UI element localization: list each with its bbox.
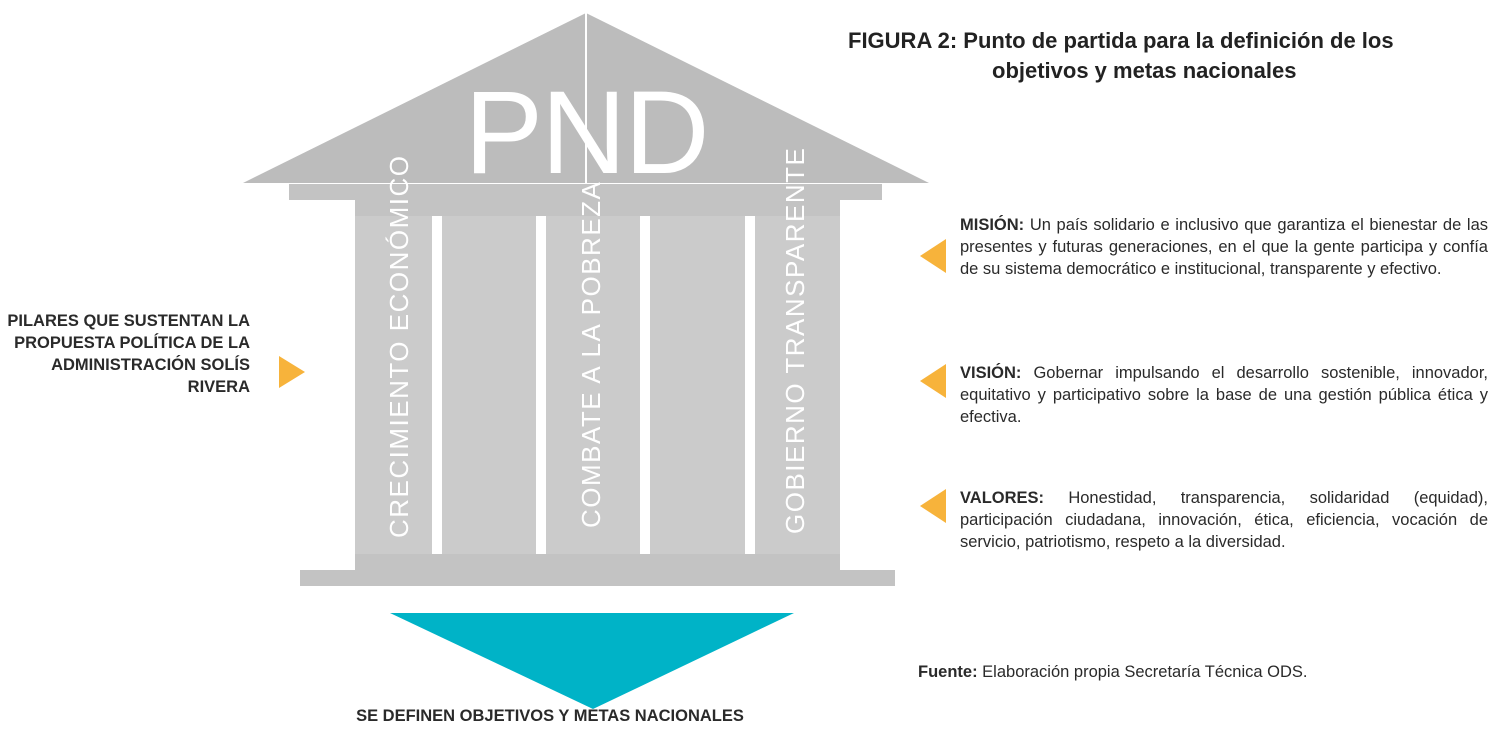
vision-block: VISIÓN: Gobernar impulsando el desarroll… (960, 362, 1488, 428)
temple-base (355, 554, 840, 570)
valores-block: VALORES: Honestidad, transparencia, soli… (960, 487, 1488, 553)
pillar-label-crecimiento: CRECIMIENTO ECONÓMICO (384, 155, 414, 538)
figure-title: FIGURA 2: Punto de partida para la defin… (848, 26, 1489, 86)
pointer-left-icon (920, 364, 946, 398)
temple-architrave (355, 200, 840, 216)
source-label: Fuente: (918, 663, 978, 681)
valores-text: Honestidad, transparencia, solidaridad (… (960, 489, 1488, 551)
pillars-description-label: PILARES QUE SUSTENTAN LA PROPUESTA POLÍT… (7, 312, 250, 396)
source-text: Elaboración propia Secretaría Técnica OD… (977, 663, 1308, 681)
pointer-right-icon (279, 356, 305, 388)
pnd-temple-diagram: PND CRECIMIENTO ECONÓMICO COMBATE A LA P… (243, 13, 929, 709)
figure-title-line1: FIGURA 2: Punto de partida para la defin… (848, 28, 1394, 53)
mision-block: MISIÓN: Un país solidario e inclusivo qu… (960, 214, 1488, 280)
figure-title-line2: objetivos y metas nacionales (992, 58, 1297, 83)
output-funnel-arrow (390, 613, 794, 709)
pillar-gap (640, 216, 650, 554)
source-note: Fuente: Elaboración propia Secretaría Té… (918, 663, 1307, 682)
mision-text: Un país solidario e inclusivo que garant… (960, 216, 1488, 278)
pointer-left-icon (920, 489, 946, 523)
temple-plinth (300, 570, 895, 586)
roof-title: PND (464, 67, 707, 199)
pillar-gap (432, 216, 442, 554)
pillar-gap (745, 216, 755, 554)
pillar-gap (536, 216, 546, 554)
output-label: SE DEFINEN OBJETIVOS Y METAS NACIONALES (356, 707, 744, 725)
temple-entablature (289, 184, 882, 200)
vision-text: Gobernar impulsando el desarrollo sosten… (960, 364, 1488, 426)
pillar-label-gobierno: GOBIERNO TRANSPARENTE (780, 147, 810, 534)
pointer-left-icon (920, 239, 946, 273)
mision-term: MISIÓN: (960, 216, 1025, 234)
valores-term: VALORES: (960, 489, 1045, 507)
pillar-label-pobreza: COMBATE A LA POBREZA (576, 181, 606, 528)
vision-term: VISIÓN: (960, 364, 1022, 382)
